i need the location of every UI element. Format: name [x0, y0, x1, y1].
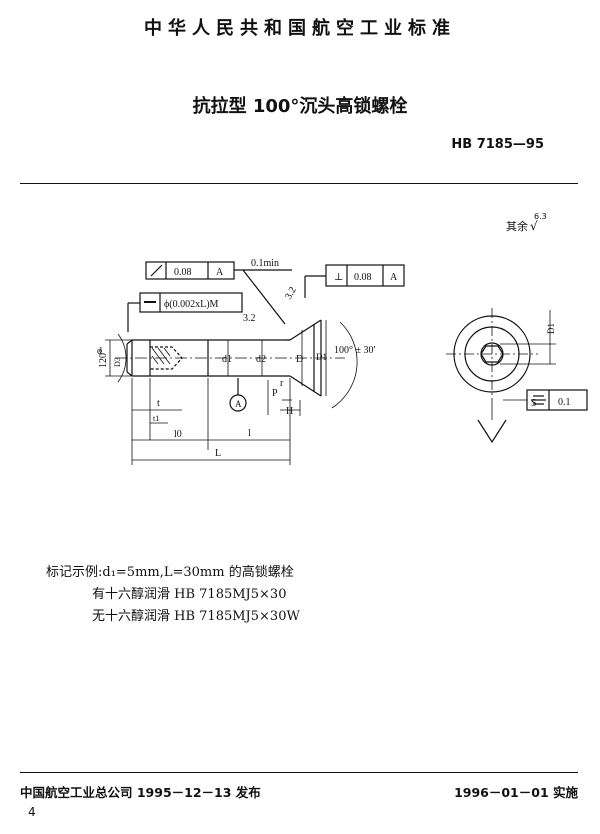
roughness-value: 6.3: [534, 212, 547, 221]
bolt-end-view: [446, 308, 556, 444]
perp-datum: A: [390, 272, 398, 283]
dim-t: t: [157, 398, 160, 409]
chamfer-angle-label: 120°: [98, 349, 109, 368]
header-rule: [20, 183, 578, 184]
dim-t1: t1: [153, 414, 159, 423]
runout-datum: A: [216, 267, 224, 278]
roughness-prefix: 其余: [506, 220, 528, 233]
issue-date: 中国航空工业总公司 1995－12－13 发布: [20, 785, 261, 800]
dim-D: D: [296, 354, 303, 365]
example-line-3: 无十六醇润滑 HB 7185MJ5×30W: [92, 609, 300, 624]
standard-name: 中华人民共和国航空工业标准: [144, 18, 456, 39]
footer-rule: [20, 772, 578, 773]
dim-d1: d1: [222, 354, 232, 365]
end-view-D1: D1: [546, 323, 556, 334]
symmetry-frame: [503, 389, 588, 411]
symmetry-tolerance: 0.1: [558, 397, 571, 408]
technical-drawing: 0.08 A ⊥ 0.08 A ϕ(0.002xL)M 0.1min 3.2 3…: [97, 258, 588, 465]
symmetry-label: S: [531, 398, 537, 409]
dim-L: L: [215, 448, 221, 459]
dim-P: P: [272, 388, 278, 399]
min-gap-label: 0.1min: [251, 258, 279, 269]
straightness-frame: [127, 292, 243, 332]
perp-symbol: ⊥: [334, 272, 343, 283]
dim-r: r: [280, 378, 284, 389]
roughness-note: 其余 6.3 √: [506, 212, 547, 234]
dim-d3: D3: [113, 357, 122, 367]
dim-H: H: [286, 406, 293, 417]
runout-frame: [145, 261, 260, 280]
runout-tolerance: 0.08: [174, 267, 192, 278]
document-code: HB 7185—95: [451, 137, 544, 152]
marking-example: 标记示例:d₁=5mm,L=30mm 的高锁螺栓 有十六醇润滑 HB 7185M…: [46, 562, 300, 628]
roughness-check-icon: √: [530, 219, 538, 233]
example-line-2: 有十六醇润滑 HB 7185MJ5×30: [92, 587, 287, 602]
dim-l: l: [248, 428, 251, 439]
rough-label-a: 3.2: [243, 313, 256, 324]
runout-arrow-icon: [150, 264, 163, 277]
example-line-1: 标记示例:d₁=5mm,L=30mm 的高锁螺栓: [46, 565, 294, 580]
datum-a-label: A: [235, 399, 242, 409]
dim-l0: l0: [174, 429, 182, 440]
page-number: 4: [28, 805, 36, 819]
dim-d: d: [97, 346, 102, 357]
rough-label-b: 3.2: [283, 285, 299, 301]
perp-tolerance: 0.08: [354, 272, 372, 283]
dim-d2: d2: [256, 354, 266, 365]
bolt-side-view: [115, 319, 345, 397]
perpendicularity-frame: [304, 264, 405, 298]
effective-date: 1996－01－01 实施: [454, 785, 578, 800]
head-angle-label: 100° ± 30′: [334, 345, 376, 356]
document-title: 抗拉型 100°沉头高锁螺栓: [192, 96, 408, 117]
dim-D1: D1: [316, 352, 327, 362]
straightness-tolerance: ϕ(0.002xL)M: [164, 299, 219, 310]
